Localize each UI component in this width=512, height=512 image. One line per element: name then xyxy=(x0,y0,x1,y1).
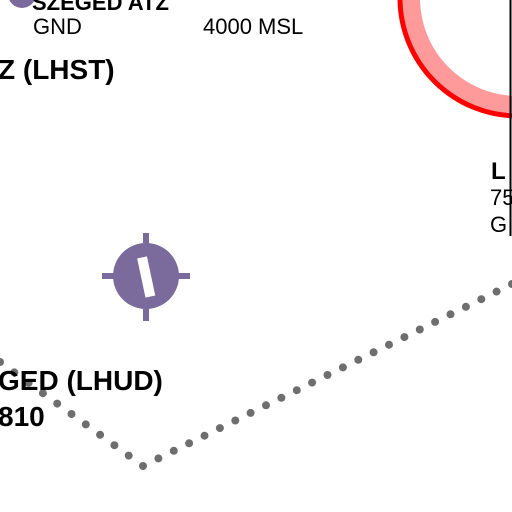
route-dot xyxy=(169,446,178,455)
route-dot xyxy=(446,310,455,319)
route-dotted-line[interactable] xyxy=(0,280,512,470)
route-dot xyxy=(292,386,301,395)
route-dot xyxy=(96,430,105,439)
route-dot xyxy=(67,410,76,418)
route-dot xyxy=(124,451,133,460)
route-dot xyxy=(200,431,209,440)
adjacent-aerodrome-line-2: G xyxy=(490,212,508,237)
zone-name: Z (LHST) xyxy=(0,54,115,85)
airport-symbol[interactable] xyxy=(102,233,190,321)
aerodrome-elevation: 810 xyxy=(0,401,45,432)
aerodrome-name: GED (LHUD) xyxy=(0,365,163,396)
route-dot xyxy=(277,393,286,402)
route-dot xyxy=(185,439,194,448)
route-dot xyxy=(0,358,4,366)
route-dot xyxy=(508,280,512,288)
route-dot xyxy=(369,348,378,357)
route-dot xyxy=(215,424,224,433)
route-dot xyxy=(308,378,317,387)
airspace-name: SZEGED ATZ xyxy=(32,0,169,15)
adjacent-aerodrome-name: L xyxy=(491,158,506,185)
runway-icon xyxy=(137,256,156,298)
route-dot xyxy=(338,363,347,372)
restricted-area-ring[interactable] xyxy=(397,0,512,119)
route-dot xyxy=(38,389,47,398)
route-dot xyxy=(415,325,424,334)
route-dot xyxy=(10,368,19,377)
airspace-lower-limit: GND xyxy=(33,14,82,39)
route-dot xyxy=(81,420,90,429)
airspace-marker-partial xyxy=(9,0,35,8)
route-dot xyxy=(110,441,119,450)
route-dot xyxy=(24,378,33,387)
route-dot xyxy=(246,408,255,417)
adjacent-aerodrome-line-1: 75 xyxy=(490,185,512,210)
route-dot xyxy=(385,340,393,349)
route-dot xyxy=(354,355,363,364)
route-dot xyxy=(431,317,440,326)
airspace-upper-limit: 4000 MSL xyxy=(203,14,304,39)
route-dot xyxy=(323,371,332,379)
route-dot xyxy=(231,416,240,425)
route-dot xyxy=(53,399,62,408)
route-dot xyxy=(492,287,501,296)
restricted-ring-band xyxy=(400,0,512,116)
route-dot xyxy=(262,401,270,410)
route-dot xyxy=(154,454,163,463)
route-dot xyxy=(139,462,147,470)
route-dot xyxy=(400,333,409,342)
route-dot xyxy=(477,295,486,304)
route-dot xyxy=(461,302,470,311)
